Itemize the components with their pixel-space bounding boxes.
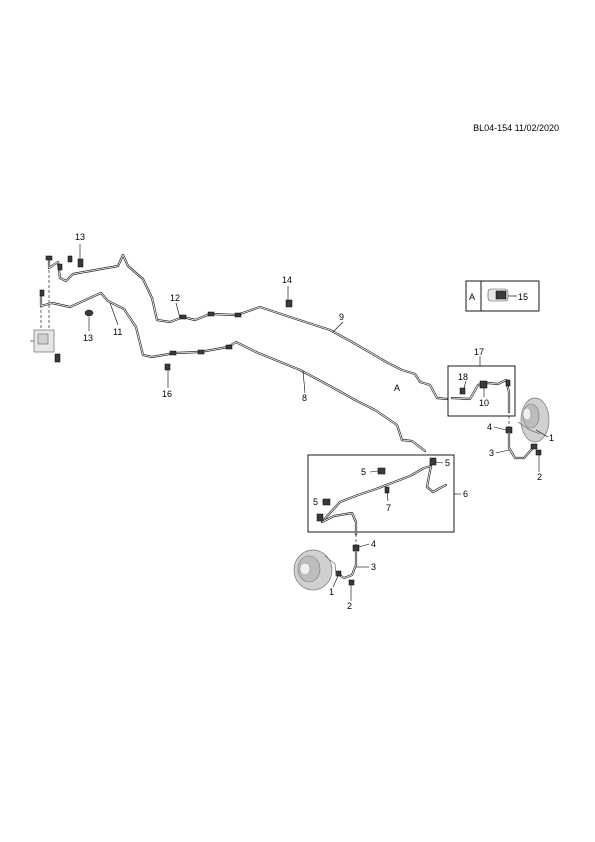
rear-connector-group-17 bbox=[447, 365, 516, 428]
abs-modulator-unit bbox=[30, 260, 61, 363]
clip-13-upper bbox=[77, 258, 84, 268]
front-brake-hose bbox=[335, 534, 360, 586]
callout-3-front: 3 bbox=[371, 562, 376, 572]
callout-15: 15 bbox=[518, 292, 528, 302]
callout-5-middle: 5 bbox=[361, 467, 366, 477]
callout-7: 7 bbox=[386, 503, 391, 513]
callout-13-lower: 13 bbox=[83, 333, 93, 343]
document-reference: BL04-154 11/02/2020 bbox=[473, 123, 559, 133]
callout-17: 17 bbox=[474, 347, 484, 357]
rear-brake-hose-right bbox=[505, 426, 542, 460]
brake-pipe-8 bbox=[39, 291, 427, 453]
front-pipe-group-6 bbox=[307, 454, 455, 536]
view-marker-a: A bbox=[394, 383, 400, 393]
callout-1-rear: 1 bbox=[549, 433, 554, 443]
callout-1-front: 1 bbox=[329, 587, 334, 597]
callout-4-rear: 4 bbox=[487, 422, 492, 432]
inset-label-a: A bbox=[469, 292, 475, 302]
callout-5-left: 5 bbox=[313, 497, 318, 507]
callout-2-front: 2 bbox=[347, 601, 352, 611]
callout-18: 18 bbox=[458, 372, 468, 382]
callout-11: 11 bbox=[113, 327, 122, 337]
pipe-clips bbox=[39, 255, 242, 356]
callout-12: 12 bbox=[170, 293, 180, 303]
brake-pipe-12 bbox=[47, 253, 449, 401]
clip-13-lower bbox=[84, 309, 94, 317]
callout-4-front: 4 bbox=[371, 539, 376, 549]
callout-2-rear: 2 bbox=[537, 472, 542, 482]
leader-lines bbox=[79, 244, 549, 601]
callout-9: 9 bbox=[339, 312, 344, 322]
callout-10: 10 bbox=[479, 398, 489, 408]
callout-13-upper: 13 bbox=[75, 232, 85, 242]
brake-caliper-rear-right bbox=[517, 397, 550, 443]
callout-5-right: 5 bbox=[445, 458, 450, 468]
callout-16: 16 bbox=[162, 389, 172, 399]
inset-view-a bbox=[465, 280, 540, 312]
callout-6: 6 bbox=[463, 489, 468, 499]
callout-14: 14 bbox=[282, 275, 292, 285]
brake-caliper-front bbox=[293, 549, 337, 591]
callout-8: 8 bbox=[302, 393, 307, 403]
callout-3-rear: 3 bbox=[489, 448, 494, 458]
clip-16 bbox=[164, 363, 171, 371]
clip-14 bbox=[285, 299, 293, 308]
